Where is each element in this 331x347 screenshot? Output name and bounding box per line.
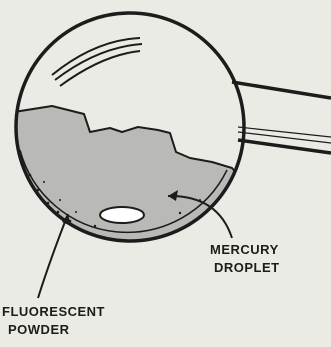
mercury-label-line2: DROPLET <box>210 259 280 277</box>
mercury-droplet <box>100 207 144 223</box>
fluorescent-label-line1: FLUORESCENT <box>2 303 105 321</box>
powder-leader <box>38 214 71 298</box>
bulb-stem <box>232 82 331 153</box>
mercury-label-line1: MERCURY <box>210 241 280 259</box>
fluorescent-powder-label: FLUORESCENT POWDER <box>2 303 105 339</box>
glass-highlight <box>52 38 142 86</box>
fluorescent-label-line2: POWDER <box>2 321 105 339</box>
mercury-droplet-label: MERCURY DROPLET <box>210 241 280 277</box>
powder-region <box>0 106 260 260</box>
